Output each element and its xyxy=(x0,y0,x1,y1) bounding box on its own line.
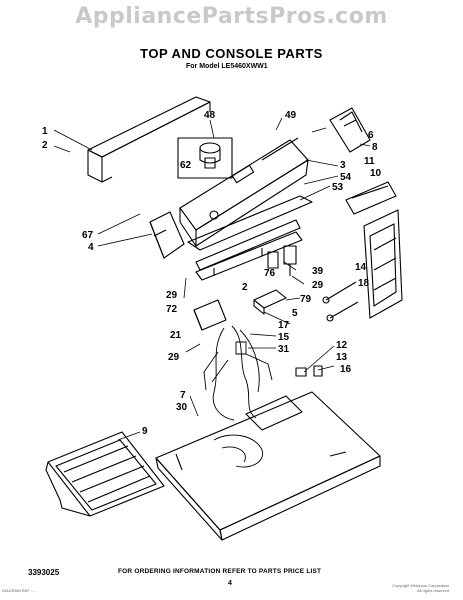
part-timer-knob[interactable] xyxy=(177,137,233,179)
callout-13: 13 xyxy=(336,352,348,363)
callout-2b: 2 xyxy=(242,282,248,293)
callout-29c: 29 xyxy=(168,352,180,363)
part-control-bracket[interactable] xyxy=(195,231,303,281)
ordering-note: FOR ORDERING INFORMATION REFER TO PARTS … xyxy=(118,568,322,575)
callout-31: 31 xyxy=(278,344,290,355)
callout-53: 53 xyxy=(332,182,344,193)
part-end-cap-left[interactable] xyxy=(149,211,185,259)
callout-7: 7 xyxy=(180,390,186,401)
part-lint-cover[interactable] xyxy=(345,181,397,215)
part-cabinet-top[interactable] xyxy=(155,391,381,541)
part-lint-screen[interactable] xyxy=(363,209,403,319)
callout-72: 72 xyxy=(166,304,178,315)
callout-1: 1 xyxy=(42,126,48,137)
part-clip[interactable] xyxy=(295,365,323,377)
callout-29b: 29 xyxy=(166,290,178,301)
callout-16: 16 xyxy=(340,364,352,375)
callout-3: 3 xyxy=(340,160,346,171)
copyright-line-2: All rights reserved xyxy=(416,588,449,593)
callout-54: 54 xyxy=(340,172,352,183)
callout-11: 11 xyxy=(364,156,375,167)
part-heater[interactable] xyxy=(45,431,165,517)
callout-29a: 29 xyxy=(312,280,324,291)
callout-4: 4 xyxy=(88,242,94,253)
callout-62: 62 xyxy=(180,160,192,171)
callout-76: 76 xyxy=(264,268,276,279)
callout-17: 17 xyxy=(278,320,290,331)
fine-print: DIAGRAM REF ...... xyxy=(2,588,38,593)
part-hinge[interactable] xyxy=(322,281,359,322)
callout-49: 49 xyxy=(285,110,297,121)
diagram-title: TOP AND CONSOLE PARTS xyxy=(140,46,323,61)
callout-39: 39 xyxy=(312,266,324,277)
callout-14: 14 xyxy=(355,262,367,273)
callout-18: 18 xyxy=(358,278,370,289)
part-start-switch[interactable] xyxy=(253,289,287,315)
callout-79: 79 xyxy=(300,294,312,305)
part-timer[interactable] xyxy=(193,299,227,331)
document-id: 3393025 xyxy=(28,568,60,577)
callout-48: 48 xyxy=(204,110,216,121)
callout-12: 12 xyxy=(336,340,348,351)
callout-30: 30 xyxy=(176,402,188,413)
callout-6: 6 xyxy=(368,130,374,141)
page-number: 4 xyxy=(228,580,232,587)
part-rear-bracket[interactable] xyxy=(87,96,211,183)
callout-10: 10 xyxy=(370,168,382,179)
model-subtitle: For Model LE5460XWW1 xyxy=(186,63,268,70)
part-console-trim[interactable] xyxy=(187,195,313,271)
watermark-text: AppliancePartsPros.com xyxy=(75,4,388,29)
callout-8: 8 xyxy=(372,142,378,153)
callout-67: 67 xyxy=(82,230,94,241)
leader-lines xyxy=(53,117,371,441)
callout-9: 9 xyxy=(142,426,148,437)
callout-15: 15 xyxy=(278,332,290,343)
copyright-line-1: Copyright Whirlpool Corporation xyxy=(392,583,449,588)
callout-labels: 1 2 48 49 6 8 3 54 53 11 10 62 67 4 76 3… xyxy=(42,110,382,437)
callout-2: 2 xyxy=(42,140,48,151)
callout-5: 5 xyxy=(292,308,298,319)
part-console-panel[interactable] xyxy=(179,137,309,247)
part-end-cap-right[interactable] xyxy=(329,107,371,153)
part-wire-harness[interactable] xyxy=(203,325,273,468)
callout-21: 21 xyxy=(170,330,182,341)
copyright: Copyright Whirlpool Corporation All righ… xyxy=(392,583,449,593)
